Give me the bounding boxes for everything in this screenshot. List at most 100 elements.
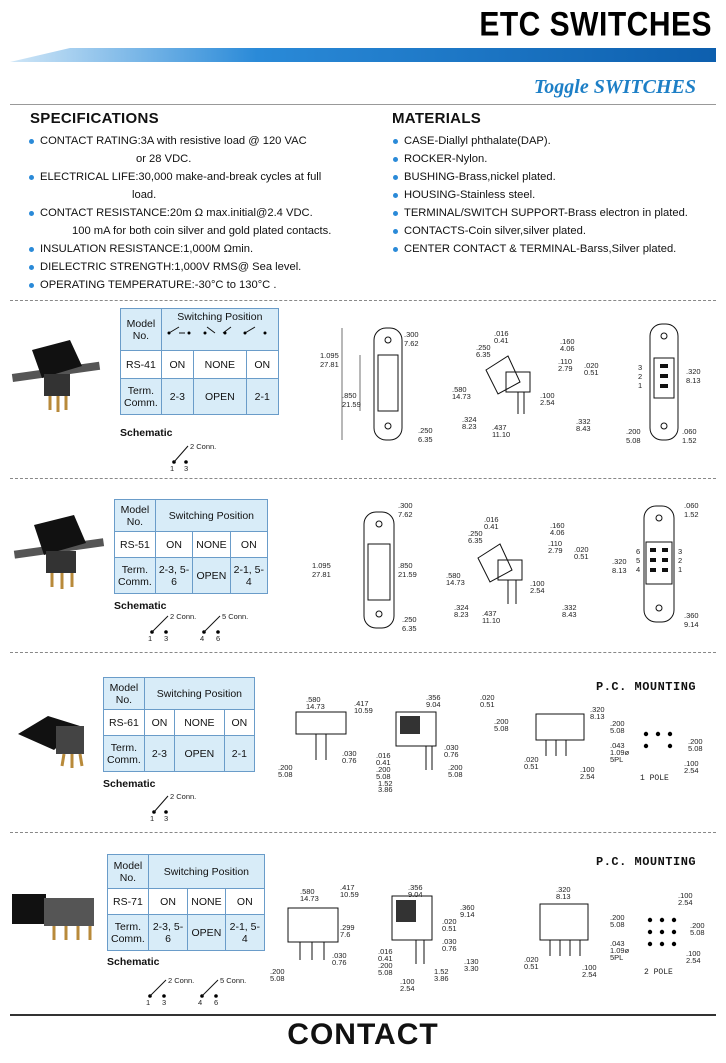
term-cell: 2-3, 5-6 xyxy=(147,914,189,951)
dim-label: 10.59 xyxy=(354,706,373,715)
dim-label: 1.09ø xyxy=(610,748,630,757)
dim-label: 8.23 xyxy=(454,610,469,619)
dim-label: 1.52 xyxy=(682,436,697,445)
model-cell: RS-61 xyxy=(103,709,145,736)
rs41-schematic-icon: 2 Conn. 1 3 xyxy=(170,442,216,472)
dim-label: 5.08 xyxy=(626,436,641,445)
rs61-schematic-icon: 2 Conn. 1 3 xyxy=(150,792,196,822)
pc-mounting-label: P.C. MOUNTING xyxy=(596,680,697,694)
position-cell: ON xyxy=(223,709,256,736)
pc-mounting-label: P.C. MOUNTING xyxy=(596,855,697,869)
dim-label: .250 xyxy=(402,615,417,624)
material-item: CENTER CONTACT & TERMINAL-Barss,Silver p… xyxy=(392,240,688,258)
term-cell: 2-3 xyxy=(160,378,194,415)
dim-label: .360 xyxy=(684,611,699,620)
dim-label: .043 xyxy=(610,939,625,948)
rs61-photo xyxy=(18,716,84,768)
position-cell: ON xyxy=(143,709,176,736)
dim-label: .850 xyxy=(398,561,413,570)
rs71-pc-drawing: .580 14.73 .417 10.59 .356 9.04 .360 9.1… xyxy=(270,883,479,993)
dim-label: .200 xyxy=(626,427,641,436)
dim-label: .356 xyxy=(426,693,441,702)
dim-label: .100 xyxy=(582,963,597,972)
footer-divider xyxy=(10,1014,716,1016)
schematic-label: Schematic xyxy=(107,956,160,968)
dim-label: 9.04 xyxy=(426,700,441,709)
dim-label: 6.35 xyxy=(468,536,483,545)
spec-item: INSULATION RESISTANCE:1,000M Ωmin. xyxy=(28,240,331,258)
dim-label: 21.59 xyxy=(342,400,361,409)
rs41-table: Model No. Switching Position RS-41 ON NO… xyxy=(120,308,279,415)
dim-label: .100 xyxy=(580,765,595,774)
pin-label: 2 xyxy=(678,556,682,565)
material-item: ROCKER-Nylon. xyxy=(392,150,688,168)
spec-item: OPERATING TEMPERATURE:-30°C to 130°C . xyxy=(28,276,331,294)
dim-label: .250 xyxy=(418,426,433,435)
model-header: Model No. xyxy=(107,854,149,889)
dim-label: .060 xyxy=(682,427,697,436)
rs41-angle-drawing: .016 0.41 .250 6.35 .160 4.06 .110 2.79 … xyxy=(452,329,599,439)
brand-title: ETC SWITCHES xyxy=(479,5,712,44)
dim-label: 11.10 xyxy=(482,616,500,625)
header-blue-bar xyxy=(10,48,716,62)
dim-label: 2.54 xyxy=(580,772,595,781)
dim-label: 4.06 xyxy=(560,344,575,353)
dim-label: 1.095 xyxy=(312,561,331,570)
model-cell: RS-71 xyxy=(107,888,149,915)
term-comm-label: Term. Comm. xyxy=(120,378,162,415)
dim-label: 1.52 xyxy=(684,510,699,519)
dim-label: .030 xyxy=(442,937,457,946)
dim-label: 2.79 xyxy=(558,364,573,373)
dim-label: .030 xyxy=(444,743,459,752)
dim-label: 0.51 xyxy=(574,552,589,561)
dim-label: .020 xyxy=(524,755,539,764)
pin-label: 5 xyxy=(636,556,640,565)
schem-pin: 1 xyxy=(170,464,174,472)
schematic-label: Schematic xyxy=(114,600,167,612)
schem-conn: 2 Conn. xyxy=(190,442,216,451)
dim-label: 2.54 xyxy=(540,398,555,407)
dim-label: 5.08 xyxy=(494,724,509,733)
dim-label: .580 xyxy=(446,571,461,580)
model-cell: RS-41 xyxy=(120,350,162,379)
dim-label: 9.04 xyxy=(408,890,423,899)
material-item: CASE-Diallyl phthalate(DAP). xyxy=(392,132,688,150)
dim-label: 2.54 xyxy=(684,766,699,775)
dim-label: 5.08 xyxy=(610,920,625,929)
dim-label: 5.08 xyxy=(610,726,625,735)
dim-label: 4.06 xyxy=(550,528,565,537)
materials-heading: MATERIALS xyxy=(392,110,482,127)
switch-symbols-icon xyxy=(165,323,267,337)
rs41-side-drawing: 1.095 27.81 .850 21.59 .300 7.62 .250 6.… xyxy=(320,327,433,444)
term-cell: 2-3, 5-6 xyxy=(154,557,194,594)
dim-label: 0.76 xyxy=(444,750,459,759)
dim-label: 6.35 xyxy=(418,435,433,444)
dim-label: .200 xyxy=(270,967,285,976)
dim-label: .200 xyxy=(376,765,391,774)
rs71-footprint-drawing: .320 8.13 .200 5.08 .043 1.09ø 5PL .100 … xyxy=(524,885,705,979)
pin-label: 6 xyxy=(636,547,640,556)
dim-label: 5PL xyxy=(610,953,623,962)
schem-conn: 2 Conn. xyxy=(170,792,196,801)
dim-label: 21.59 xyxy=(398,570,417,579)
position-cell: ON xyxy=(224,888,266,915)
dim-label: 0.41 xyxy=(376,758,391,767)
dim-label: 5PL xyxy=(610,755,623,764)
pin-label: 4 xyxy=(636,565,640,574)
section-divider xyxy=(10,478,716,479)
dim-label: 1.52 xyxy=(378,779,393,788)
dim-label: .200 xyxy=(378,961,393,970)
dim-label: .324 xyxy=(454,603,469,612)
dim-label: 1.095 xyxy=(320,351,339,360)
dim-label: .300 xyxy=(398,501,413,510)
spec-item: DIELECTRIC STRENGTH:1,000V RMS@ Sea leve… xyxy=(28,258,331,276)
dim-label: 10.59 xyxy=(340,890,359,899)
schem-conn: 5 Conn. xyxy=(222,612,248,621)
section-divider xyxy=(10,300,716,301)
term-cell: OPEN xyxy=(192,557,231,594)
dim-label: 2.79 xyxy=(548,546,563,555)
dim-label: .200 xyxy=(610,719,625,728)
rs61-pc-drawing: .580 14.73 .417 10.59 .356 9.04 .020 0.5… xyxy=(278,693,509,794)
dim-label: 5.08 xyxy=(378,968,393,977)
dim-label: 0.41 xyxy=(494,336,509,345)
